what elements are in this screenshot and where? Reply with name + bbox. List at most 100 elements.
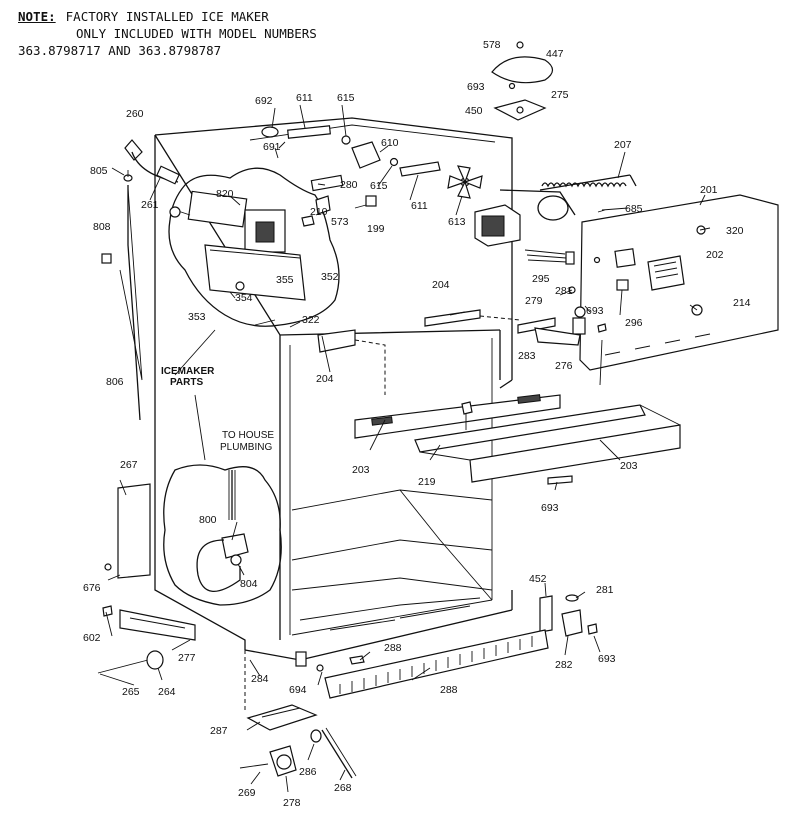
label-286: 286 xyxy=(299,766,317,778)
label-202: 202 xyxy=(706,249,724,261)
note-block: NOTE: FACTORY INSTALLED ICE MAKER ONLY IN… xyxy=(18,8,317,59)
cabinet-outline xyxy=(154,117,513,710)
label-264: 264 xyxy=(158,686,176,698)
label-452: 452 xyxy=(529,573,547,585)
label-283: 283 xyxy=(518,350,536,362)
label-353: 353 xyxy=(188,311,206,323)
label-692: 692 xyxy=(255,95,273,107)
label-282: 282 xyxy=(555,659,573,671)
plumbing-callout-line2: PLUMBING xyxy=(220,442,272,453)
label-203-right: 203 xyxy=(620,460,638,472)
label-276: 276 xyxy=(555,360,573,372)
label-805: 805 xyxy=(90,165,108,177)
label-199: 199 xyxy=(367,223,385,235)
label-295: 295 xyxy=(532,273,550,285)
label-578: 578 xyxy=(483,39,501,51)
label-267: 267 xyxy=(120,459,138,471)
label-691: 691 xyxy=(263,141,281,153)
label-602: 602 xyxy=(83,632,101,644)
leveling-assembly xyxy=(239,704,357,779)
plumbing-cloud-outline xyxy=(163,464,282,606)
icemaker-callout-line2: PARTS xyxy=(170,377,203,388)
label-280: 280 xyxy=(340,179,358,191)
label-694: 694 xyxy=(289,684,307,696)
label-204-right: 204 xyxy=(432,279,450,291)
label-355: 355 xyxy=(276,274,294,286)
label-820: 820 xyxy=(216,188,234,200)
label-279: 279 xyxy=(525,295,543,307)
leader-lines xyxy=(99,104,711,793)
fan-motor xyxy=(474,189,576,247)
label-288-upper: 288 xyxy=(384,642,402,654)
icemaker-unit xyxy=(169,190,306,301)
label-268: 268 xyxy=(334,782,352,794)
label-287: 287 xyxy=(210,725,228,737)
evaporator-cover xyxy=(579,194,779,371)
top-hardware xyxy=(261,125,441,227)
label-693-mid: 693 xyxy=(586,305,604,317)
label-201: 201 xyxy=(700,184,718,196)
label-447: 447 xyxy=(546,48,564,60)
label-615-top: 615 xyxy=(337,92,355,104)
icemaker-callout-line1: ICEMAKER xyxy=(161,366,215,377)
label-275: 275 xyxy=(551,89,569,101)
label-573: 573 xyxy=(331,216,349,228)
label-450: 450 xyxy=(465,105,483,117)
label-693-top: 693 xyxy=(467,81,485,93)
label-685: 685 xyxy=(625,203,643,215)
label-269: 269 xyxy=(238,787,256,799)
label-260: 260 xyxy=(126,108,144,120)
shelf-rail-left xyxy=(317,329,356,353)
side-panel xyxy=(117,483,151,579)
label-284: 284 xyxy=(251,673,269,685)
label-320: 320 xyxy=(726,225,744,237)
label-693-hinge: 693 xyxy=(598,653,616,665)
top-right-parts xyxy=(491,41,554,121)
fan-blade xyxy=(447,165,483,199)
label-611-top: 611 xyxy=(296,92,313,104)
shelf-rail-right xyxy=(424,309,481,327)
note-line-3: 363.8798717 AND 363.8798787 xyxy=(18,43,222,58)
fill-tube xyxy=(101,139,180,421)
label-693-shelf: 693 xyxy=(541,502,559,514)
note-line-1: FACTORY INSTALLED ICE MAKER xyxy=(65,9,269,24)
label-265: 265 xyxy=(122,686,140,698)
label-204-left: 204 xyxy=(316,373,334,385)
label-613: 613 xyxy=(448,216,466,228)
label-207: 207 xyxy=(614,139,632,151)
note-header: NOTE: xyxy=(18,9,56,24)
label-804: 804 xyxy=(240,578,258,590)
label-277: 277 xyxy=(178,652,196,664)
label-219: 219 xyxy=(418,476,436,488)
label-800: 800 xyxy=(199,514,217,526)
label-806: 806 xyxy=(106,376,124,388)
bottom-grille xyxy=(295,629,549,699)
icemaker-cloud-outline xyxy=(168,167,340,327)
label-611: 611 xyxy=(411,200,428,212)
label-214: 214 xyxy=(733,297,751,309)
plumbing-callout-line1: TO HOUSE xyxy=(222,430,274,441)
shelf-assembly xyxy=(354,394,681,485)
wire-harness xyxy=(524,249,601,265)
thermostat-bracket xyxy=(517,286,607,346)
label-610: 610 xyxy=(381,137,399,149)
label-281-hinge: 281 xyxy=(596,584,614,596)
label-322: 322 xyxy=(302,314,320,326)
label-210: 210 xyxy=(310,206,328,218)
label-352: 352 xyxy=(321,271,339,283)
note-line-2: ONLY INCLUDED WITH MODEL NUMBERS xyxy=(76,26,317,41)
label-281-mid: 281 xyxy=(555,285,573,297)
label-278: 278 xyxy=(283,797,301,809)
part-labels: 578 447 693 275 450 692 611 615 691 610 … xyxy=(83,39,751,809)
label-676: 676 xyxy=(83,582,101,594)
bottom-left-bracket xyxy=(102,563,196,641)
bottom-hinge xyxy=(539,594,598,637)
label-808: 808 xyxy=(93,221,111,233)
label-261: 261 xyxy=(141,199,159,211)
label-296: 296 xyxy=(625,317,643,329)
roller-assembly xyxy=(97,650,164,674)
defrost-heater xyxy=(537,174,637,221)
label-288-lower: 288 xyxy=(440,684,458,696)
